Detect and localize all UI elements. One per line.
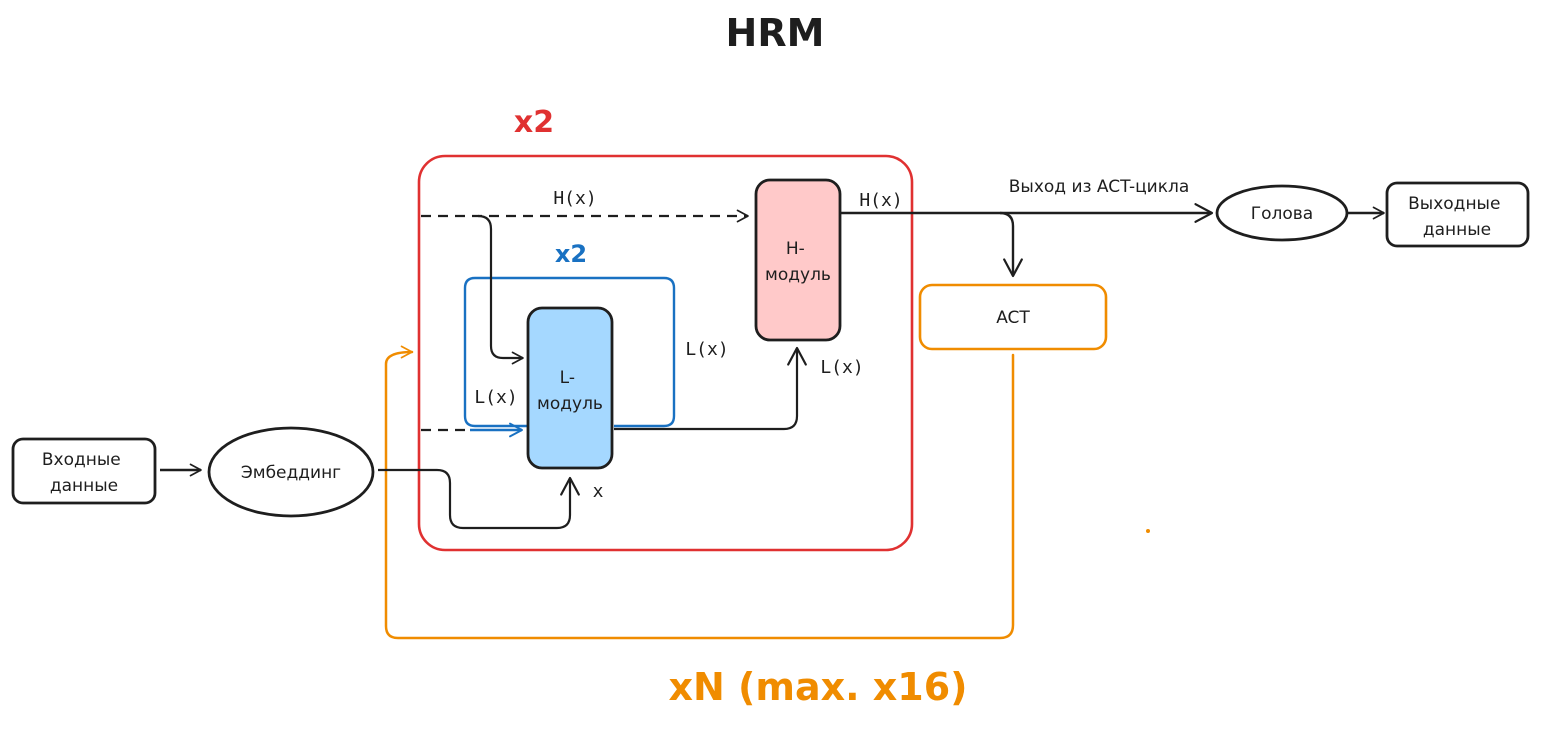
svg-text:L- модуль: L- модуль — [537, 368, 603, 414]
embedding-to-l-arrow — [378, 468, 580, 530]
l-to-h-label: L(x) — [820, 357, 863, 378]
inner-repeat-label: x2 — [555, 240, 587, 268]
outer-repeat-label: x2 — [514, 105, 554, 140]
head-label: Голова — [1251, 204, 1313, 224]
diagram-title: HRM — [726, 11, 825, 55]
act-loop-label: xN (max. x16) — [668, 665, 967, 709]
h-module: H- модуль — [754, 178, 842, 342]
input-data-node: Входные данные — [11, 437, 157, 505]
act-loop-line — [384, 345, 1015, 640]
svg-text:H- модуль: H- модуль — [765, 239, 831, 285]
svg-text:Выходные данные: Выходные данные — [1408, 194, 1506, 240]
act-box: ACT — [918, 283, 1108, 351]
output-data-node: Выходные данные — [1385, 181, 1530, 248]
input-label-1: Входные — [42, 450, 121, 470]
output-label-2: данные — [1423, 220, 1491, 240]
input-label-2: данные — [50, 476, 118, 496]
l-feedback-label: L(x) — [685, 339, 728, 360]
embedding-label: Эмбеддинг — [241, 463, 341, 483]
l-to-h-arrow — [614, 346, 807, 431]
l-module-label-1: L- — [560, 368, 575, 388]
output-label-1: Выходные — [1408, 194, 1500, 214]
h-output-label: H(x) — [859, 190, 902, 211]
x-input-label: x — [593, 481, 604, 502]
h-to-act-arrow — [999, 211, 1023, 278]
svg-text:Входные данные: Входные данные — [42, 450, 126, 496]
l-input-label: L(x) — [474, 387, 517, 408]
inner-repeat-loop — [463, 276, 676, 428]
embedding-node: Эмбеддинг — [207, 426, 375, 518]
l-module-label-2: модуль — [537, 394, 603, 414]
h-module-label-1: H- — [786, 239, 805, 259]
h-module-label-2: модуль — [765, 265, 831, 285]
act-label: ACT — [996, 308, 1030, 328]
exit-act-label: Выход из ACT-цикла — [1009, 177, 1190, 197]
stray-dot — [1146, 529, 1150, 533]
head-node: Голова — [1215, 184, 1349, 242]
l-module: L- модуль — [526, 306, 614, 470]
h-to-l-arrow — [477, 214, 524, 365]
outer-repeat-box — [417, 154, 914, 552]
h-input-label: H(x) — [553, 188, 596, 209]
